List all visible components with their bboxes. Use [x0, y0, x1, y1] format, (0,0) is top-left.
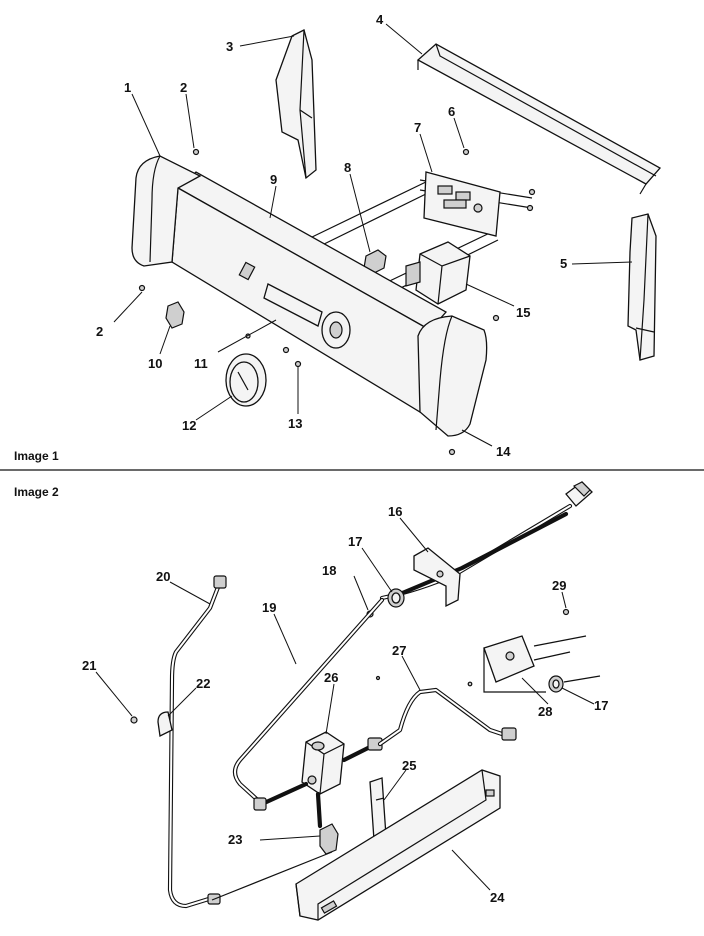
- callout-21: 21: [82, 658, 96, 673]
- callout-9: 9: [270, 172, 277, 187]
- callout-22: 22: [196, 676, 210, 691]
- hardware-dot: [467, 681, 473, 687]
- fasteners-image-1: [138, 148, 536, 456]
- part-5-right-bracket: [627, 213, 657, 361]
- part-29-screw: [562, 608, 570, 616]
- callout-6: 6: [448, 104, 455, 119]
- callout-17-lower: 17: [594, 698, 608, 713]
- callout-13: 13: [288, 416, 302, 431]
- callout-23: 23: [228, 832, 242, 847]
- callout-4: 4: [376, 12, 384, 27]
- leaders-image-1: [113, 23, 633, 447]
- hardware-dot: [375, 675, 381, 681]
- callout-26: 26: [324, 670, 338, 685]
- callout-5: 5: [560, 256, 567, 271]
- part-28-bracket: [483, 635, 587, 693]
- part-17-nut-lower: [548, 675, 601, 693]
- part-21-screw: [130, 716, 138, 724]
- part-27-tube: [377, 687, 517, 747]
- part-4-top-trim: [416, 43, 662, 195]
- control-panel-assembly: 1 2 3 4 5 6 7 8 9 2 10 11 12 13 14 15 Im…: [14, 12, 662, 463]
- gas-tubing-assembly: 16 17 18 19 20 21 22 23 24 25 26 27 28 1…: [14, 481, 608, 921]
- callout-14: 14: [496, 444, 511, 459]
- part-20-tube: [167, 575, 227, 909]
- callout-2-top: 2: [180, 80, 187, 95]
- part-1-left-endcap: [131, 155, 202, 267]
- callout-15: 15: [516, 305, 530, 320]
- part-19-tube: [232, 597, 385, 807]
- part-23-fitting: [211, 781, 339, 901]
- callout-8: 8: [344, 160, 351, 175]
- callout-10: 10: [148, 356, 162, 371]
- callout-2-bottom: 2: [96, 324, 103, 339]
- part-15-control-module: [405, 241, 471, 305]
- callout-20: 20: [156, 569, 170, 584]
- leaders-image-2: [95, 517, 595, 891]
- part-14-right-endcap: [417, 315, 488, 437]
- part-12-knob: [225, 353, 267, 407]
- callout-1: 1: [124, 80, 131, 95]
- callout-12: 12: [182, 418, 196, 433]
- part-25-bracket: [369, 777, 387, 841]
- part-3-left-bracket: [275, 29, 317, 180]
- callout-17-upper: 17: [348, 534, 362, 549]
- panel-label-image-1: Image 1: [14, 449, 59, 463]
- callout-25: 25: [402, 758, 416, 773]
- callout-19: 19: [262, 600, 276, 615]
- callout-16: 16: [388, 504, 402, 519]
- callout-28: 28: [538, 704, 552, 719]
- part-22-clip: [157, 711, 173, 737]
- callout-11: 11: [194, 356, 208, 371]
- callout-18: 18: [322, 563, 336, 578]
- part-10-rocker: [165, 301, 185, 329]
- part-24-manifold-bracket: [295, 769, 501, 921]
- callout-3: 3: [226, 39, 233, 54]
- callout-27: 27: [392, 643, 406, 658]
- part-16-bracket: [413, 547, 461, 608]
- callout-29: 29: [552, 578, 566, 593]
- part-17-nut-upper: [387, 588, 405, 608]
- part-9-control-panel: [171, 171, 448, 414]
- part-7-mounting-plate: [423, 171, 501, 237]
- callout-7: 7: [414, 120, 421, 135]
- callout-24: 24: [490, 890, 505, 905]
- panel-label-image-2: Image 2: [14, 485, 59, 499]
- part-26-valve: [301, 731, 383, 829]
